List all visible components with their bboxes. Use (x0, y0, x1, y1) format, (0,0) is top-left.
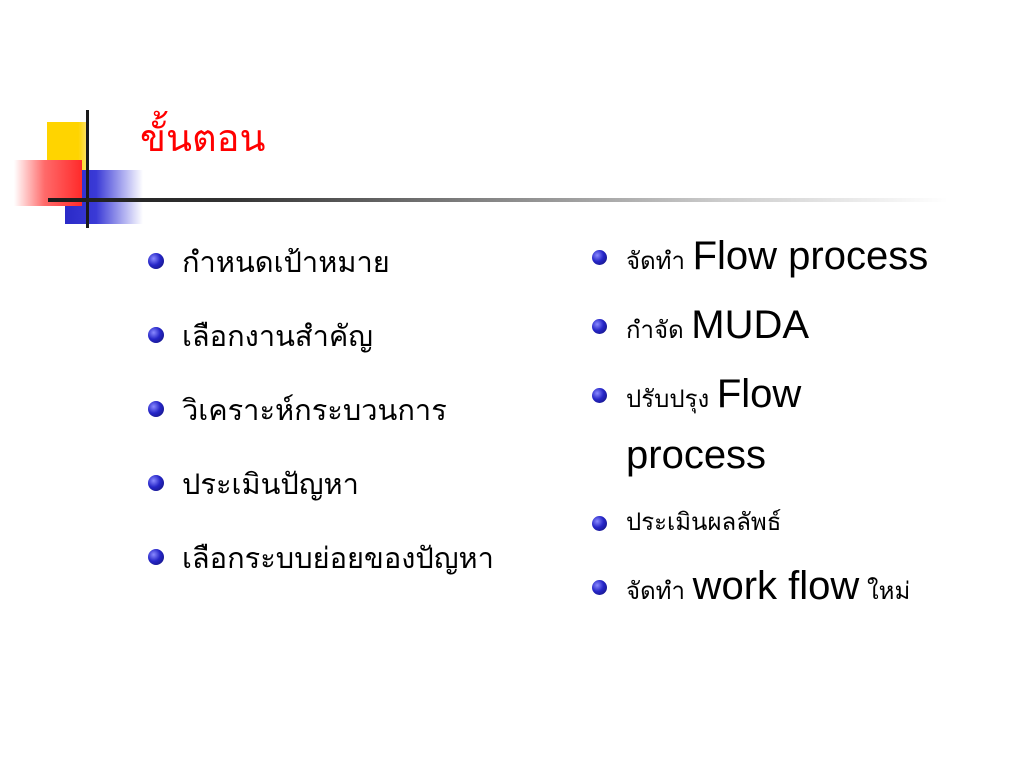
bullet-icon (148, 327, 164, 343)
list-item: ปรับปรุง Flow process (592, 366, 906, 488)
slide-title: ขั้นตอน (140, 116, 266, 160)
list-item: ประเมินผลลัพธ์ (592, 494, 1012, 550)
list-item: จัดทำ Flow process (592, 228, 1012, 289)
list-item-english-text: Flow process (626, 372, 802, 477)
bullet-icon (592, 250, 607, 265)
list-item-text: เลือกระบบย่อยของปัญหา (182, 541, 494, 575)
bullet-icon (148, 253, 164, 269)
bullet-icon (592, 388, 607, 403)
list-item-text: วิเคราะห์กระบวนการ (182, 393, 447, 427)
list-item: เลือกงานสำคัญ (148, 310, 568, 384)
decor-vertical-line (86, 110, 89, 228)
list-item-english-text: Flow process (692, 234, 929, 278)
bullet-icon (148, 549, 164, 565)
bullet-icon (592, 319, 607, 334)
list-item-thai-text: กำจัด (626, 316, 684, 344)
bullet-icon (592, 580, 607, 595)
list-item-english-text: MUDA (691, 303, 810, 347)
list-item: วิเคราะห์กระบวนการ (148, 384, 568, 458)
list-item-text: เลือกงานสำคัญ (182, 319, 374, 353)
left-bullet-list: กำหนดเป้าหมาย เลือกงานสำคัญ วิเคราะห์กระ… (148, 236, 568, 606)
list-item-text: กำหนดเป้าหมาย (182, 245, 390, 279)
list-item-thai-text: จัดทำ (626, 577, 685, 605)
bullet-icon (148, 401, 164, 417)
list-item: กำจัด MUDA (592, 297, 1012, 358)
list-item-thai-text: จัดทำ (626, 247, 685, 275)
list-item-thai-text: ประเมินผลลัพธ์ (626, 508, 782, 536)
list-item-thai-suffix: ใหม่ (866, 577, 911, 605)
list-item: เลือกระบบย่อยของปัญหา (148, 532, 568, 606)
bullet-icon (148, 475, 164, 491)
right-bullet-list: จัดทำ Flow process กำจัด MUDA ปรับปรุง F… (592, 228, 1012, 619)
list-item-thai-text: ปรับปรุง (626, 385, 710, 413)
list-item: จัดทำ work flow ใหม่ (592, 558, 1012, 619)
list-item-english-text: work flow (692, 564, 860, 608)
list-item: กำหนดเป้าหมาย (148, 236, 568, 310)
title-underline (48, 198, 948, 202)
list-item-text: ประเมินปัญหา (182, 467, 359, 501)
list-item: ประเมินปัญหา (148, 458, 568, 532)
bullet-icon (592, 516, 607, 531)
